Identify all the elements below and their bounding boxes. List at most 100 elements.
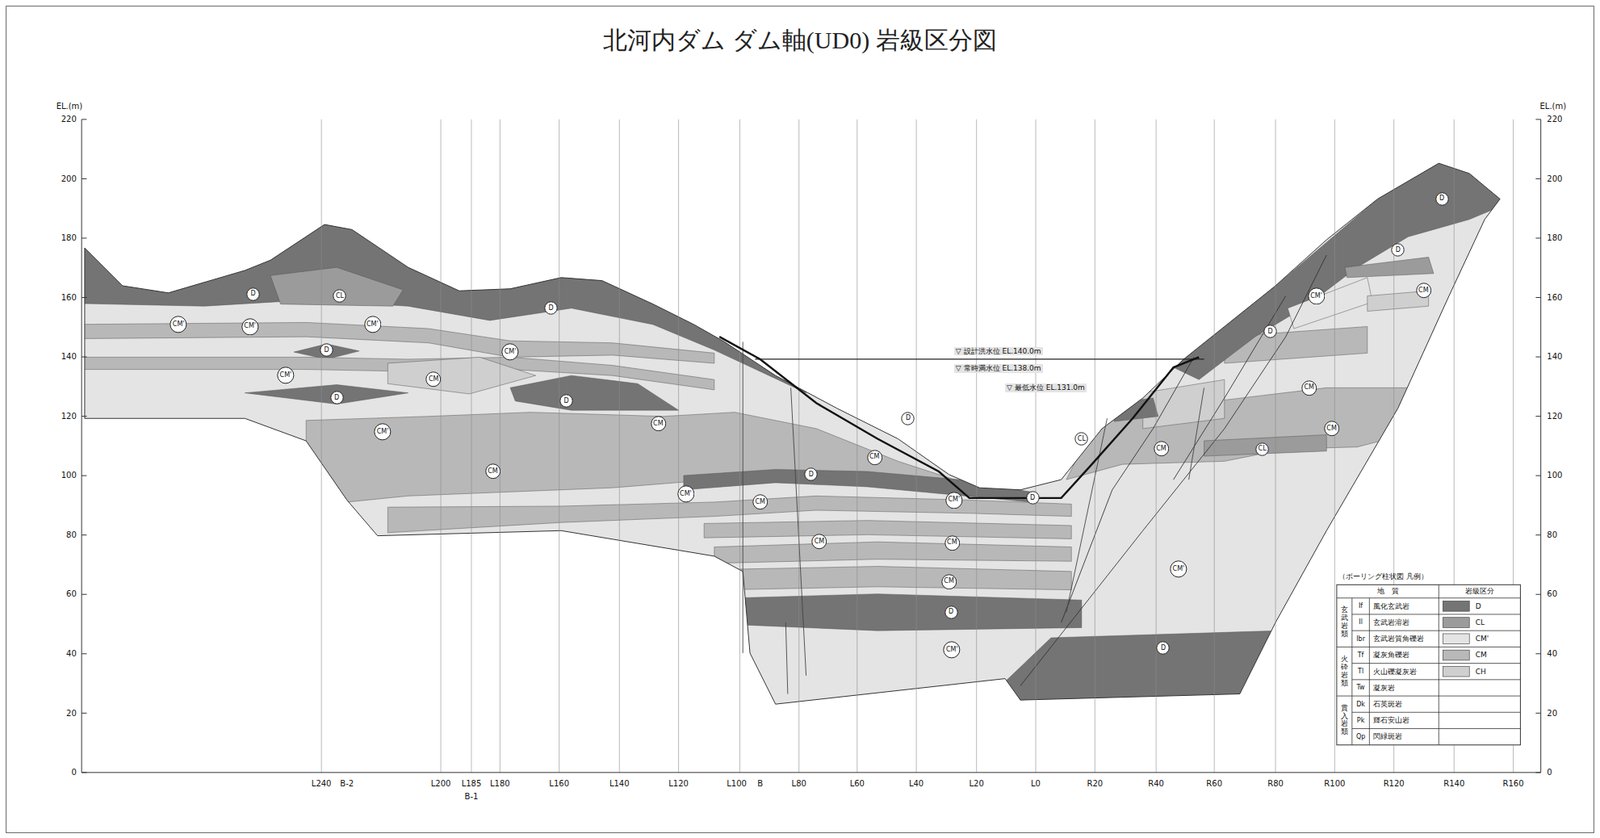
axis-tick-label: 160 (1546, 293, 1563, 303)
faults (1020, 255, 1327, 686)
dam-foundation-line (719, 336, 1199, 499)
grid-line (321, 119, 323, 773)
circle-shape (330, 391, 343, 404)
rock-class-code: CM' (946, 646, 959, 654)
circle-shape (1170, 561, 1187, 578)
circle-shape (485, 464, 501, 479)
water-level-note: ▽ 最低水位 EL.131.0m (1005, 383, 1087, 392)
axis-tick-label: 180 (61, 233, 77, 243)
rock-class-code: CM (946, 539, 958, 546)
circle-shape (426, 372, 441, 387)
axis-tick (81, 237, 87, 239)
circle-shape (1302, 380, 1317, 395)
rock-class-circle: CL (1074, 431, 1089, 446)
rock-class-zone (703, 520, 1072, 540)
axis-tick (1535, 415, 1541, 417)
axis-tick (1535, 356, 1541, 358)
rock-class-circle: CM (485, 463, 502, 480)
grid-line (1094, 119, 1096, 773)
circle-shape (1264, 325, 1277, 338)
rock-class-zone (1344, 257, 1434, 278)
rock-class-code: CM (428, 376, 440, 383)
circle-shape (1324, 421, 1340, 436)
rock-name: 凝灰岩 (1373, 683, 1395, 692)
station-label: L140 (609, 779, 630, 789)
fault-line (1061, 356, 1194, 623)
legend-label: CM' (1475, 634, 1490, 643)
grid-line (856, 119, 858, 773)
axis-tick (81, 118, 87, 120)
circle-shape (946, 491, 963, 508)
table-rule (1369, 598, 1370, 746)
axis-tick-label: 20 (1546, 708, 1558, 719)
rock-class-circle: D (544, 301, 558, 315)
rock-class-circle: CM' (1169, 560, 1188, 579)
rock-class-zone (734, 594, 1082, 632)
rock-class-circle: CM (811, 533, 828, 550)
circle-shape (560, 394, 573, 407)
station-label: L60 (850, 779, 865, 789)
legend-table (1336, 584, 1521, 745)
axis-tick (1535, 178, 1541, 180)
axis-tick (1535, 297, 1541, 298)
station-label: L80 (791, 779, 807, 789)
axis-tick (81, 771, 87, 773)
table-rule (1351, 598, 1353, 746)
circle-shape (1391, 243, 1404, 256)
rock-name: 凝灰角礫岩 (1373, 650, 1410, 659)
table-rule (1438, 584, 1440, 745)
grid-line (1275, 119, 1277, 773)
axis-tick-label: 120 (61, 411, 77, 422)
rock-class-circle: CM' (945, 491, 964, 510)
rock-class-code: CM (653, 420, 664, 428)
station-label: L240 (311, 779, 332, 789)
axis-tick (81, 178, 87, 180)
circle-shape (1308, 288, 1325, 305)
table-rule (1352, 712, 1521, 713)
rock-class-code: CM' (504, 348, 517, 356)
circle-shape (1026, 491, 1039, 504)
rock-name: 玄武岩質角礫岩 (1373, 634, 1425, 643)
circle-shape (247, 287, 260, 300)
circle-shape (943, 641, 960, 658)
rock-class-circle: D (246, 287, 260, 302)
axis-line (81, 119, 1542, 773)
rock-class-zone (1173, 153, 1531, 381)
axis-tick-label: 60 (1546, 589, 1558, 599)
rock-class-code: CM' (679, 490, 692, 498)
axis-tick-label: 200 (1546, 174, 1563, 185)
rock-code: Dk (1356, 700, 1366, 708)
rock-class-code: CM' (172, 321, 185, 328)
axis-tick-label: 220 (61, 114, 77, 125)
axis-tick (81, 297, 87, 298)
rock-class-code: CM' (243, 322, 256, 330)
axis-tick (1535, 534, 1541, 536)
rock-class-code: D (548, 305, 553, 312)
circle-shape (944, 606, 957, 619)
circle-shape (812, 534, 827, 549)
rock-class-circle: D (944, 605, 959, 620)
rock-class-code: D (808, 471, 814, 478)
circle-shape (1156, 641, 1169, 654)
station-label: R80 (1267, 779, 1284, 789)
rock-class-circle: CM (944, 535, 961, 552)
circle-shape (1256, 442, 1269, 455)
borehole-line (742, 341, 744, 654)
rock-code: Tl (1357, 667, 1364, 675)
rock-class-code: CM' (280, 372, 293, 379)
grid-line (1334, 119, 1336, 773)
rock-class-circle: CM (1153, 440, 1170, 457)
rock-code: Pk (1357, 716, 1365, 725)
axis-tick-label: 140 (1546, 351, 1563, 362)
axis-tick-label: 220 (1546, 114, 1563, 125)
circle-shape (242, 318, 259, 335)
rock-class-zone (1204, 434, 1328, 457)
grid-line (975, 119, 977, 773)
axis-tick-label: 120 (1546, 411, 1563, 422)
grid-line (499, 119, 501, 773)
rock-class-zone (270, 267, 403, 306)
station-label: B-1 (464, 791, 479, 802)
rock-class-zone (510, 375, 679, 411)
grid-line (619, 119, 620, 773)
